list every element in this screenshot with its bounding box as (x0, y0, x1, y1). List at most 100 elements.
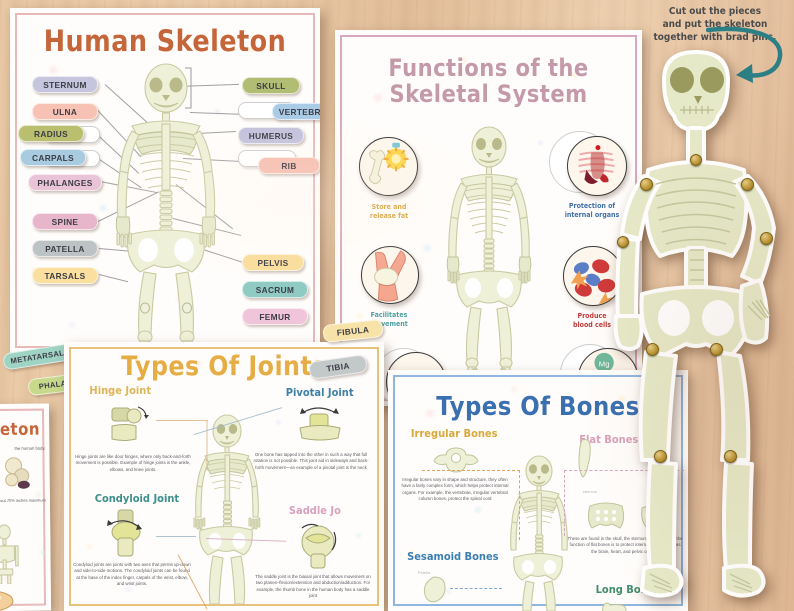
caption-line-1: Facilitates (370, 311, 408, 319)
label-text: SACRUM (255, 284, 295, 295)
label-text: TARSALS (44, 270, 86, 281)
partial-poster-line: the human body. (14, 445, 46, 451)
joint-heading-pivotal: Pivotal Joint (285, 386, 354, 399)
label-femur[interactable]: FEMUR (242, 308, 308, 325)
label-text: FIBULA (336, 324, 370, 338)
label-ulna[interactable]: ULNA (32, 103, 98, 120)
poster-partial-left[interactable]: eton the human body. m up about 70% inch… (0, 403, 52, 611)
function-caption-blood-cells: Produce blood cells (548, 312, 636, 330)
bones-title: Types Of Bones (436, 392, 640, 422)
instruction-note-line-3: together with brad pins. (653, 31, 777, 43)
brad-pin[interactable] (724, 450, 737, 463)
brad-pin[interactable] (654, 450, 667, 463)
callout-box (422, 470, 520, 540)
partial-poster-body: m up about 70% inches maximum (0, 497, 46, 504)
label-text: RADIUS (34, 128, 68, 139)
saddle-joint-icon (301, 523, 337, 569)
bones-sublabel-sternum: sternum (582, 489, 598, 494)
label-radius[interactable]: RADIUS (18, 125, 84, 142)
label-text: ULNA (52, 106, 78, 117)
caption-line-1: Store and (371, 203, 407, 211)
bones-heading-sesamoid: Sesamoid Bones (407, 550, 499, 563)
leader-line (156, 420, 208, 421)
joint-body-pivotal: One bone has tapped into the other in su… (253, 452, 369, 470)
label-skull[interactable]: SKULL (242, 77, 300, 94)
paper-skeleton-cutout[interactable] (612, 50, 794, 611)
label-text: PHALANGES (37, 177, 93, 188)
instruction-note-line-2: and put the skeleton (662, 18, 768, 30)
label-carpals[interactable]: CARPALS (20, 149, 86, 166)
joint-heading-condyloid: Condyloid Joint (94, 492, 180, 505)
function-icon-blood-cells[interactable] (563, 246, 623, 306)
label-text: TIBIA (325, 360, 351, 374)
joint-body-saddle: The saddle joint is the biaxial joint th… (255, 574, 371, 598)
bones-sublabel-patella: Patella (417, 570, 431, 575)
label-humerus[interactable]: HUMERUS (238, 127, 304, 144)
caption-line-2: internal organs (564, 210, 620, 219)
function-icon-movement[interactable] (361, 246, 419, 304)
joint-body-condyloid: Condyloid joints are joints with two axe… (73, 562, 191, 586)
label-text: PATELLA (45, 243, 85, 254)
leader-line (206, 420, 208, 471)
function-icon-protection[interactable] (567, 136, 627, 196)
bones-heading-flat: Flat Bones (579, 433, 639, 446)
brad-pin[interactable] (710, 343, 723, 356)
brad-pin[interactable] (741, 178, 754, 191)
label-spine[interactable]: SPINE (32, 213, 98, 230)
skeleton-figure-bones (510, 455, 568, 611)
caption-line-1: Produce (577, 312, 607, 320)
partial-poster-title: eton (0, 419, 41, 441)
hinge-joint-icon (111, 406, 149, 441)
label-text: SKULL (256, 80, 286, 91)
skull-bracket-icon (185, 67, 192, 109)
caption-line-1: Protection of (568, 202, 616, 210)
poster-human-skeleton[interactable]: Human Skeleton (10, 8, 320, 353)
vertebra-icon (433, 447, 479, 473)
curved-arrow-icon (706, 26, 783, 83)
function-caption-movement: Facilitates movement (349, 311, 428, 329)
brad-pin[interactable] (646, 343, 659, 356)
bones-body-flat: These are found in the skull, the sternu… (567, 536, 683, 554)
skeleton-figure-joints (193, 414, 261, 605)
svg-text:Mg: Mg (599, 359, 610, 368)
label-phalanges[interactable]: PHALANGES (28, 174, 102, 191)
joint-heading-hinge: Hinge Joint (89, 384, 152, 397)
bone-structure-icon (5, 457, 30, 489)
skeleton-figure-functions (446, 126, 532, 400)
brad-pin[interactable] (760, 232, 773, 245)
label-sacrum[interactable]: SACRUM (242, 281, 308, 298)
callout-box (564, 470, 684, 536)
brad-pin[interactable] (617, 236, 629, 248)
caption-line-2: movement (370, 319, 408, 328)
caption-line-2: blood cells (572, 320, 612, 329)
label-tarsals[interactable]: TARSALS (32, 267, 98, 284)
function-caption-protection: Protection of internal organs (548, 202, 636, 220)
label-text: VERTEBRA (278, 106, 320, 117)
label-sternum[interactable]: STERNUM (32, 76, 98, 93)
human-skeleton-title: Human Skeleton (43, 24, 287, 58)
label-text: RIB (281, 160, 297, 171)
brad-pin[interactable] (640, 178, 653, 191)
skull-flat-bone-icon (587, 502, 625, 529)
label-pelvis[interactable]: PELVIS (242, 254, 304, 271)
label-text: METATARSALS (9, 347, 71, 366)
functions-title-line-1: Functions of the (388, 54, 589, 82)
skeleton-figure-main (115, 63, 217, 348)
label-vertebra[interactable]: VERTEBRA (272, 103, 320, 120)
instruction-note-line-1: Cut out the pieces (668, 6, 762, 17)
mini-skeleton-icon (0, 524, 19, 585)
condyloid-joint-icon (107, 509, 142, 557)
joint-body-hinge: Hinge joints are like door hinges, where… (75, 454, 191, 472)
poster-types-of-joints[interactable]: Types Of Joints (64, 342, 384, 611)
label-text: FEMUR (259, 311, 291, 322)
label-text: PELVIS (257, 257, 289, 268)
instruction-note: Cut out the pieces and put the skeleton … (645, 6, 786, 44)
label-rib[interactable]: RIB (258, 157, 320, 174)
joints-title: Types Of Joints (121, 351, 327, 382)
leader-dash (450, 588, 502, 589)
label-patella[interactable]: PATELLA (32, 240, 98, 257)
function-icon-store-fat[interactable] (359, 137, 418, 196)
label-text: STERNUM (43, 79, 87, 90)
brad-pin[interactable] (690, 154, 702, 166)
